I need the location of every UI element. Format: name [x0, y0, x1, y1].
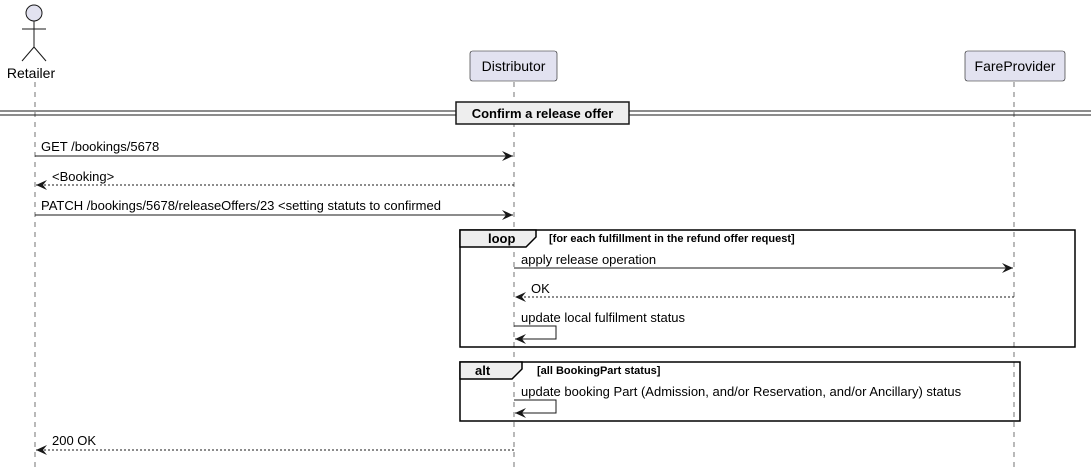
actor-head-icon	[25, 4, 43, 22]
divider-label: Confirm a release offer	[472, 106, 614, 121]
alt-fragment: alt [all BookingPart status]	[459, 361, 1021, 422]
participant-distributor: Distributor	[469, 50, 558, 82]
message-label: 200 OK	[52, 433, 96, 448]
participant-fareprovider: FareProvider	[964, 50, 1066, 82]
message-label: GET /bookings/5678	[41, 139, 159, 154]
message-label: <Booking>	[52, 169, 114, 184]
message-label: update local fulfilment status	[521, 310, 686, 325]
self-message-arrow	[514, 399, 557, 418]
message-label: PATCH /bookings/5678/releaseOffers/23 <s…	[41, 198, 441, 213]
participant-fareprovider-label: FareProvider	[975, 58, 1056, 74]
fragment-keyword: loop	[488, 231, 515, 246]
self-message-arrow	[514, 325, 557, 344]
message-label: update booking Part (Admission, and/or R…	[521, 384, 962, 399]
message-label: apply release operation	[521, 252, 656, 267]
fragment-guard: [all BookingPart status]	[537, 365, 661, 377]
participant-retailer-label: Retailer	[7, 65, 56, 81]
message-label: OK	[531, 281, 550, 296]
participant-distributor-label: Distributor	[482, 58, 546, 74]
divider: Confirm a release offer	[0, 101, 1091, 125]
loop-fragment: loop [for each fulfillment in the refund…	[459, 229, 1076, 348]
fragment-guard: [for each fulfillment in the refund offe…	[549, 233, 795, 245]
actor-retailer: Retailer	[7, 4, 56, 81]
fragment-keyword: alt	[475, 363, 491, 378]
